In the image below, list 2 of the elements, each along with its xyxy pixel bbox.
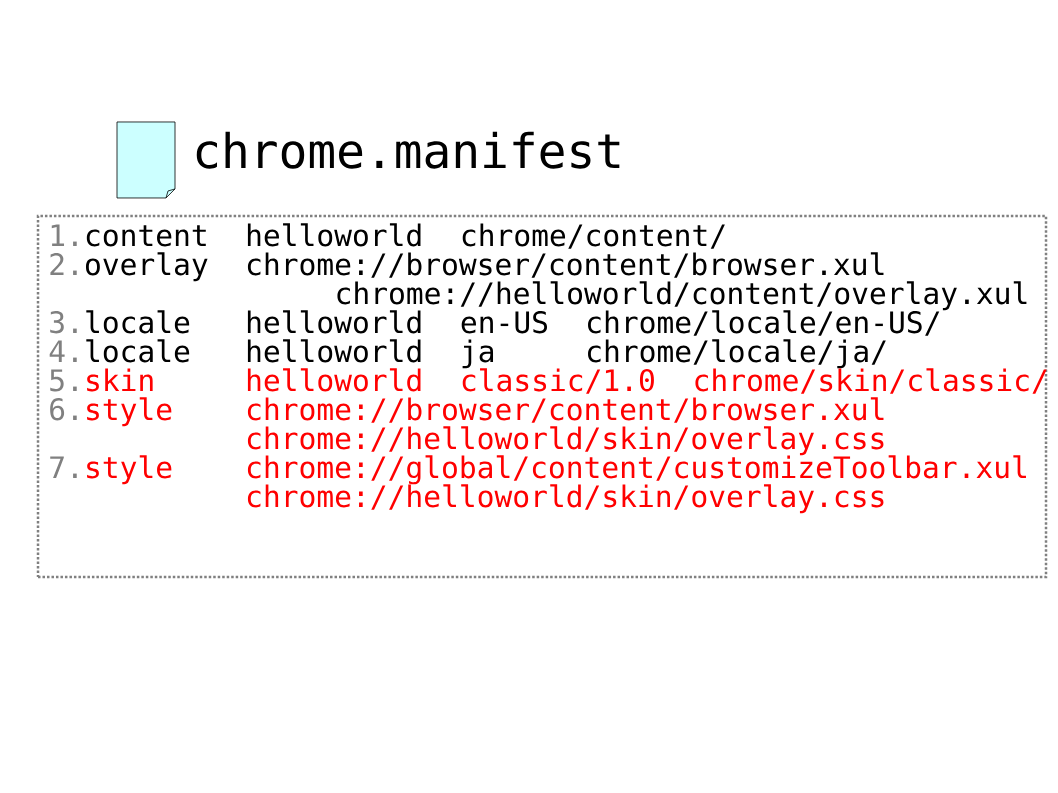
title: chrome.manifest xyxy=(196,131,620,169)
code-box: 1. content helloworld chrome/content/ 2. overlay chrome://browser/content/browser.xul chrome://helloworld/content/overlay.xul 3. locale helloworld en-US chrome/locale/en-US/ 4. locale helloworld ja chrome/locale/ja/ 5. skin helloworld classic/1.0 chrome/skin/classic/ 6. style chrome://browser/content/browser.xul chrome://helloworld/skin/overlay.css 7. style chrome://global/content/customizeToolbar.xul chrome://helloworld/skin/overlay.css xyxy=(36,214,1048,579)
